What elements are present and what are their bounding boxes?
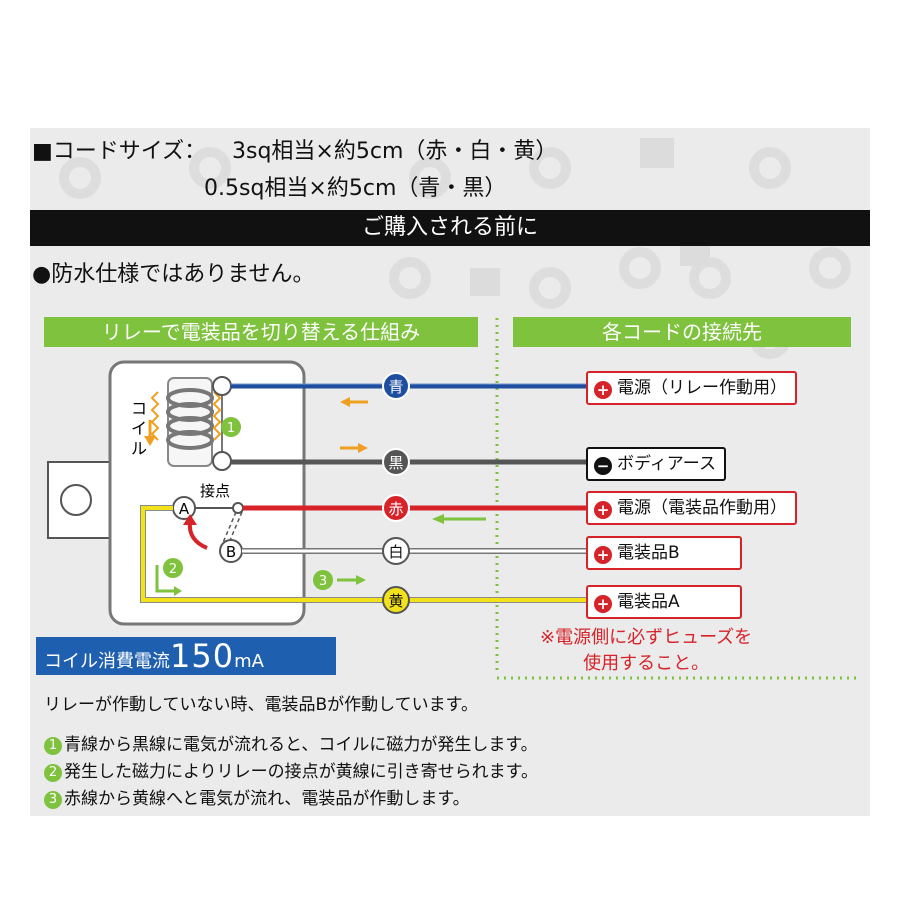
coil-current-prefix: コイル消費電流 [44, 651, 170, 672]
badge-blue: 青 [382, 372, 410, 400]
badge-yellow: 黄 [382, 586, 410, 614]
badge-black: 黒 [382, 448, 410, 476]
badge-white-label: 白 [388, 543, 403, 561]
coil-label-text: コ イ ル [131, 399, 147, 458]
current-arrow-head-icon [144, 436, 156, 446]
step-mark-2 [163, 558, 183, 578]
plus-icon: + [594, 381, 612, 399]
badge-blue-label: 青 [388, 378, 403, 396]
step-mark-2-label: 2 [169, 562, 177, 577]
cord-size-label: ■コードサイズ： [32, 139, 207, 164]
fuse-warning: ※電源側に必ずヒューズを 使用すること。 [540, 625, 752, 677]
coil-current-unit: mA [234, 651, 264, 672]
cord-size-value-1: 3sq相当×約5cm（赤・白・黄） [232, 139, 558, 164]
dest-label: 電源（リレー作動用） [617, 378, 787, 398]
step-text-2: 発生した磁力によりリレーの接点が黄線に引き寄せられます。 [64, 762, 538, 782]
dest-device-a: + 電装品A [586, 585, 742, 619]
badge-red: 赤 [382, 494, 410, 522]
section-header-mechanism: リレーで電装品を切り替える仕組み [44, 317, 478, 347]
coil-char: イ [131, 419, 147, 438]
flow-arrow-black-head-icon [358, 443, 368, 453]
minus-icon: − [594, 457, 612, 475]
terminal-a-label: A [179, 500, 190, 518]
idle-state-note: リレーが作動していない時、電装品Bが作動しています。 [44, 695, 478, 715]
terminal-b-label: B [226, 543, 236, 561]
coil-icon [166, 377, 223, 467]
dest-relay-power: + 電源（リレー作動用） [586, 371, 797, 405]
mounting-hole-icon [60, 484, 92, 516]
magnetic-wave-right-icon [212, 391, 222, 441]
contact-move-arrow-head-icon [183, 514, 197, 525]
dest-device-power: + 電源（電装品作動用） [586, 491, 797, 525]
coil-terminal-top [212, 376, 232, 396]
section-header-destinations: 各コードの接続先 [513, 317, 851, 347]
dest-label: 電源（電装品作動用） [617, 498, 787, 518]
step2-arrow-head-icon [174, 586, 182, 596]
step-text-3: 赤線から黄線へと電気が流れ、電装品が作動します。 [64, 789, 470, 809]
contact-point [232, 502, 244, 514]
badge-white: 白 [382, 537, 410, 565]
coil-char: コ [131, 399, 147, 418]
flow-arrow-blue-head-icon [340, 397, 350, 407]
step-mark-3 [313, 570, 333, 590]
dest-device-b: + 電装品B [586, 536, 742, 570]
coil-terminal-bottom [212, 451, 232, 471]
step-number-3: 3 [44, 791, 62, 809]
cord-size-line-1: ■コードサイズ： 3sq相当×約5cm（赤・白・黄） [32, 133, 557, 165]
step-number-1: 1 [44, 737, 62, 755]
wire-yellow [141, 506, 586, 602]
badge-yellow-label: 黄 [388, 592, 403, 610]
waterproof-note: ●防水仕様ではありません。 [32, 262, 315, 287]
notice-header: ご購入される前に [30, 210, 870, 246]
dest-body-ground: −ボディアース [586, 447, 726, 481]
dest-label: 電装品A [617, 592, 680, 612]
contact-label: 接点 [200, 482, 230, 500]
step2-arrow-icon [155, 565, 178, 593]
step-text-1: 青線から黒線に電気が流れると、コイルに磁力が発生します。 [64, 735, 538, 755]
cord-size-value-2: 0.5sq相当×約5cm（青・黒） [204, 176, 507, 201]
contact-swing-dashed [221, 511, 237, 546]
badge-red-label: 赤 [388, 500, 403, 518]
badge-black-label: 黒 [388, 454, 403, 472]
coil-current-value: 150 [170, 637, 235, 675]
plus-icon: + [594, 501, 612, 519]
flow-arrow-red-head-icon [432, 514, 444, 524]
fuse-warning-line-2: 使用すること。 [583, 653, 710, 674]
step3-arrow-head-icon [356, 575, 366, 585]
step-mark-3-label: 3 [319, 574, 327, 589]
coil-current-label: コイル消費電流150mA [36, 637, 336, 675]
magnetic-wave-left-icon [150, 391, 160, 441]
coil-char: ル [131, 439, 147, 458]
dest-label: ボディアース [617, 454, 716, 474]
plus-icon: + [594, 546, 612, 564]
step-mark-1-label: 1 [227, 421, 235, 436]
step-mark-1 [221, 417, 241, 437]
plus-icon: + [594, 595, 612, 613]
dest-label: 電装品B [617, 543, 680, 563]
step-number-2: 2 [44, 764, 62, 782]
fuse-warning-line-1: ※電源側に必ずヒューズを [540, 627, 753, 648]
